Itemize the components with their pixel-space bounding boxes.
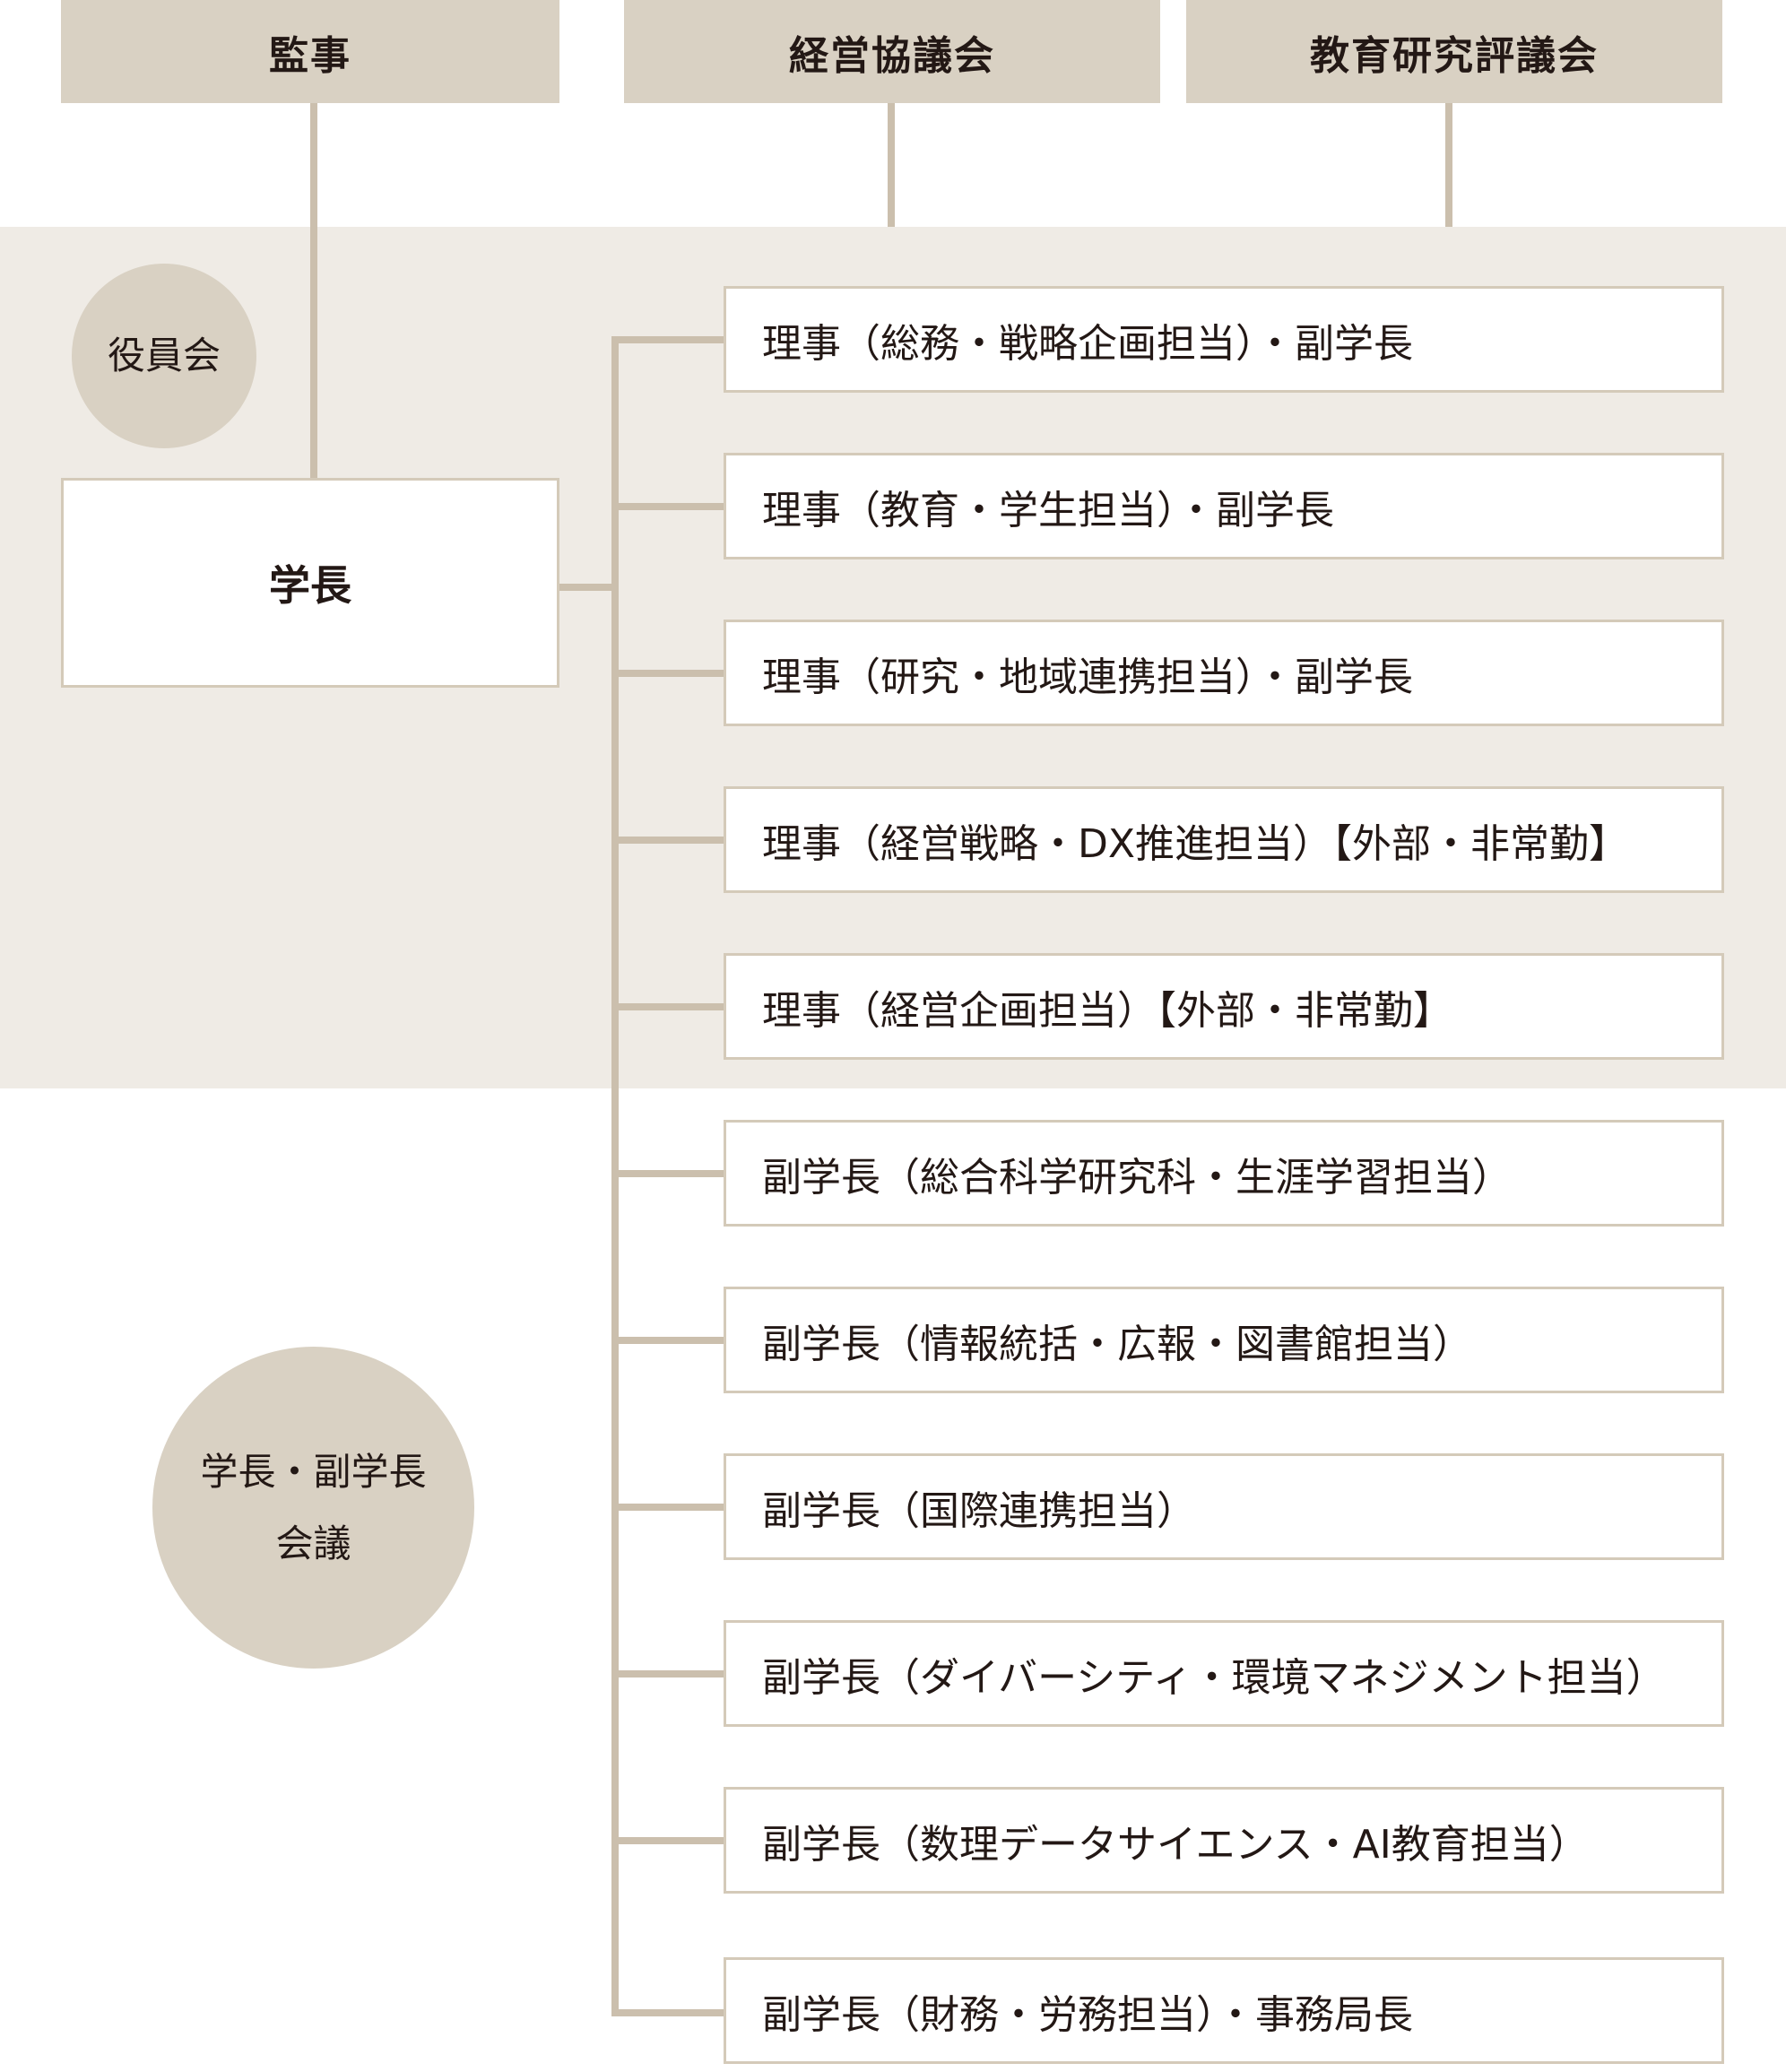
management-council-connector (888, 103, 895, 227)
branch-stub (611, 837, 724, 844)
board-circle: 役員会 (72, 264, 256, 448)
auditor-connector (310, 103, 317, 478)
role-label: 副学長（ダイバーシティ・環境マネジメント担当） (762, 1654, 1666, 1701)
role-box-vp-data-science: 副学長（数理データサイエンス・AI教育担当） (724, 1787, 1724, 1894)
role-label: 理事（経営企画担当）【外部・非常勤】 (762, 987, 1452, 1034)
branch-stub (611, 1504, 724, 1511)
board-label: 役員会 (107, 334, 221, 378)
role-box-vp-diversity: 副学長（ダイバーシティ・環境マネジメント担当） (724, 1620, 1724, 1727)
role-box-vp-international: 副学長（国際連携担当） (724, 1453, 1724, 1560)
role-label: 理事（教育・学生担当）・副学長 (762, 487, 1334, 533)
role-label: 理事（経営戦略・DX推進担当）【外部・非常勤】 (762, 820, 1629, 867)
president-to-trunk-connector (559, 584, 615, 591)
council-label-line2: 会議 (275, 1521, 351, 1565)
council-label-line1: 学長・副学長 (200, 1449, 427, 1494)
role-label: 理事（研究・地域連携担当）・副学長 (762, 654, 1413, 700)
branch-stub (611, 2009, 724, 2016)
branch-stub (611, 336, 724, 343)
role-label: 副学長（財務・労務担当）・事務局長 (762, 1991, 1413, 2038)
role-box-vp-graduate-lifelong: 副学長（総合科学研究科・生涯学習担当） (724, 1120, 1724, 1227)
role-label: 理事（総務・戦略企画担当）・副学長 (762, 320, 1413, 367)
role-box-director-education: 理事（教育・学生担当）・副学長 (724, 453, 1724, 559)
branch-stub (611, 1170, 724, 1177)
education-research-council-connector (1445, 103, 1452, 227)
branch-stub (611, 503, 724, 510)
branch-stub (611, 1003, 724, 1010)
president-vp-council-circle: 学長・副学長 会議 (152, 1347, 474, 1669)
role-box-vp-information-library: 副学長（情報統括・広報・図書館担当） (724, 1287, 1724, 1393)
role-box-director-dx: 理事（経営戦略・DX推進担当）【外部・非常勤】 (724, 786, 1724, 893)
branch-stub (611, 1670, 724, 1678)
auditor-label: 監事 (269, 32, 351, 79)
president-label: 学長 (269, 561, 351, 610)
president-box: 学長 (61, 478, 559, 688)
education-research-council-label: 教育研究評議会 (1310, 32, 1599, 79)
role-label: 副学長（国際連携担当） (762, 1487, 1196, 1534)
branch-stub (611, 1337, 724, 1344)
role-label: 副学長（総合科学研究科・生涯学習担当） (762, 1154, 1512, 1201)
branch-stub (611, 1837, 724, 1844)
auditor-box: 監事 (61, 0, 559, 103)
education-research-council-box: 教育研究評議会 (1186, 0, 1722, 103)
role-box-director-research: 理事（研究・地域連携担当）・副学長 (724, 620, 1724, 726)
role-label: 副学長（情報統括・広報・図書館担当） (762, 1321, 1472, 1367)
role-box-director-planning: 理事（経営企画担当）【外部・非常勤】 (724, 953, 1724, 1060)
branch-stub (611, 670, 724, 677)
role-label: 副学長（数理データサイエンス・AI教育担当） (762, 1821, 1589, 1868)
management-council-label: 経営協議会 (789, 32, 995, 79)
role-box-director-general-affairs: 理事（総務・戦略企画担当）・副学長 (724, 286, 1724, 393)
management-council-box: 経営協議会 (624, 0, 1160, 103)
role-box-vp-finance: 副学長（財務・労務担当）・事務局長 (724, 1957, 1724, 2064)
